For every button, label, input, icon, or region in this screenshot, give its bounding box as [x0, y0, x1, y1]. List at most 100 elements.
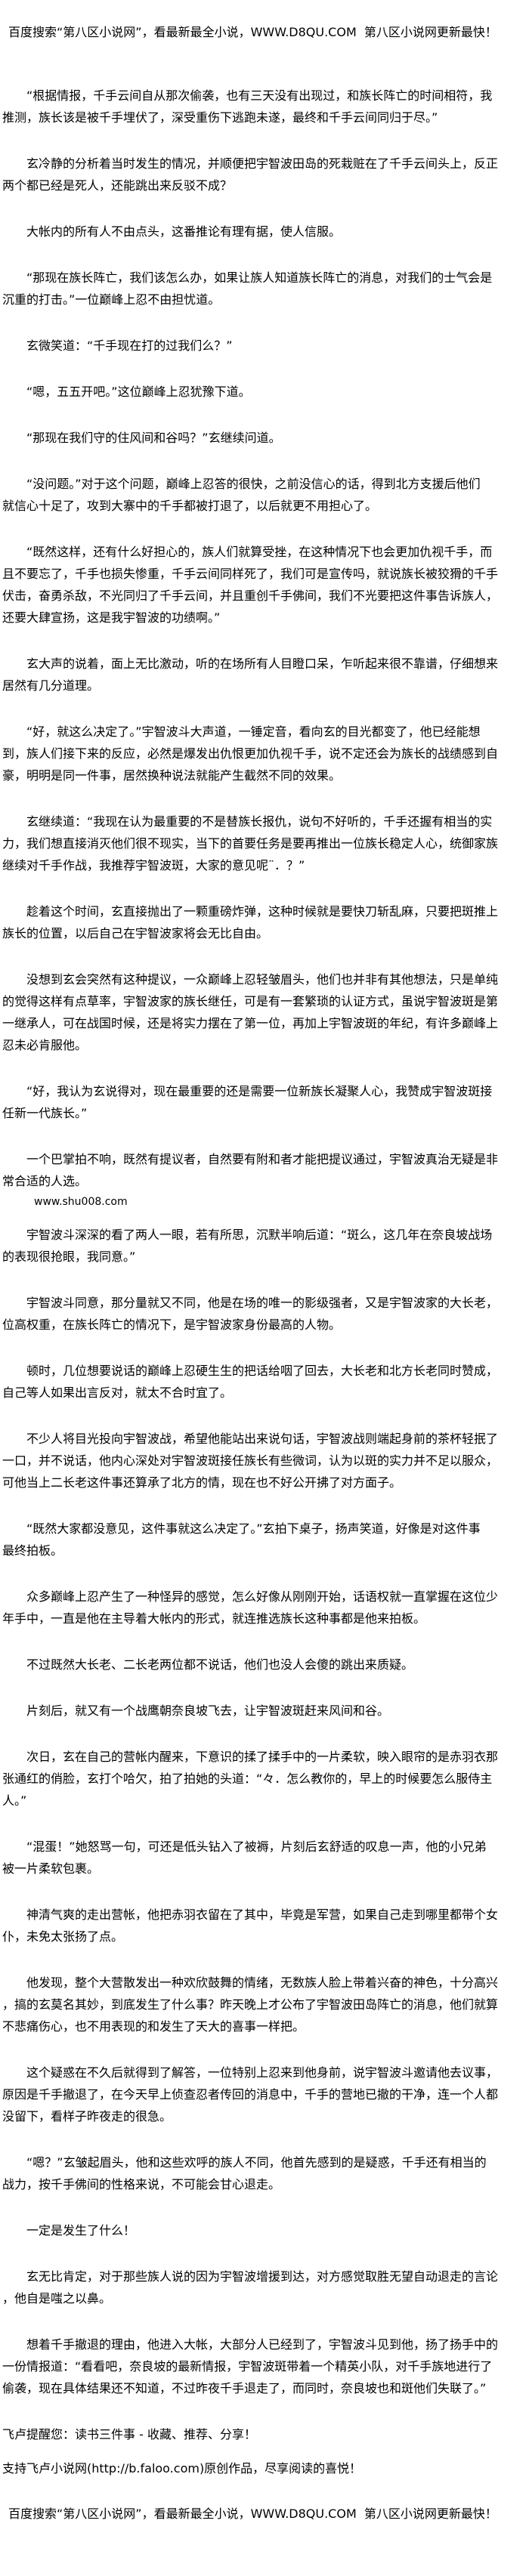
text-line: 不过既然大长老、二长老两位都不说话，他们也没人会傻的跳出来质疑。 — [26, 1657, 414, 1672]
text-line: 顿时，几位想要说话的巅峰上忍硬生生的把话给咽了回去，大长老和北方长老同时赞成， — [26, 1364, 499, 1378]
text-line: 人。” — [2, 1793, 27, 1808]
text-line: 的觉得这样有点草率，宇智波家的族长继任，可是有一套繁琐的认证方式，虽说宇智波斑是… — [2, 994, 499, 1008]
text-line: 他发现，整个大营散发出一种欢欣鼓舞的情绪，无数族人脸上带着兴奋的神色，十分高兴 — [26, 1975, 499, 1990]
text-line: 一定是发生了什么！ — [26, 2223, 136, 2238]
paragraph: 众多巅峰上忍产生了一种怪异的感觉，怎么好像从刚刚开始，话语权就一直掌握在这位少年… — [2, 1586, 527, 1629]
paragraph: “好，就这么决定了。”宇智波斗大声道，一锤定音，看向玄的目光都变了，他已经能想到… — [2, 721, 527, 786]
text-line: 不少人将目光投向宇智波战，希望他能站出来说句话，宇智波战则端起身前的茶杯轻抿了 — [26, 1432, 499, 1446]
text-line: 原因是千手撤退了，在今天早上侦查忍者传回的消息中，千手的营地已撤的干净，连一个人… — [2, 2087, 499, 2102]
text-line: “那现在族长阵亡，我们该怎么办，如果让族人知道族长阵亡的消息，对我们的士气会是 — [26, 270, 493, 285]
text-line: 大帐内的所有人不由点头，这番推论有理有据，使人信服。 — [26, 224, 342, 239]
text-line: 宇智波斗同意，那分量就又不同，他是在场的唯一的影级强者，又是宇智波家的大长老， — [26, 1296, 499, 1310]
text-line: 一口，并不说话，他内心深处对宇智波斑接任族长有些微词，认为以斑的实力并不足以服众… — [2, 1453, 499, 1468]
text-line: 伏击，奋勇杀敌，不光同归了千手云间，并且重创千手佛间，我们不光要把这件事告诉族人… — [2, 588, 499, 603]
site-banner-top: 百度搜索“第八区小说网”，看最新最全小说，WWW.D8QU.COM 第八区小说网… — [8, 25, 497, 39]
paragraph: 不少人将目光投向宇智波战，希望他能站出来说句话，宇智波战则端起身前的茶杯轻抿了一… — [2, 1428, 527, 1493]
paragraph: 大帐内的所有人不由点头，这番推论有理有据，使人信服。 — [2, 221, 527, 242]
text-line: 族长的位置，以后自己在宇智波家将会无比自由。 — [2, 926, 269, 941]
text-line: 继续对千手作战，我推荐宇智波斑，大家的意见呢¨．？” — [2, 858, 305, 873]
paragraph: 顿时，几位想要说话的巅峰上忍硬生生的把话给咽了回去，大长老和北方长老同时赞成， 自… — [2, 1360, 527, 1404]
text-line: 众多巅峰上忍产生了一种怪异的感觉，怎么好像从刚刚开始，话语权就一直掌握在这位少 — [26, 1589, 499, 1604]
text-line: “既然这样，还有什么好担心的，族人们就算受挫，在这种情况下也会更加仇视千手，而 — [26, 545, 493, 559]
chapter-content: “根据情报，千手云间自从那次偷袭，也有三天没有出现过，和族长阵亡的时间相符，我推… — [2, 85, 527, 2399]
paragraph: “根据情报，千手云间自从那次偷袭，也有三天没有出现过，和族长阵亡的时间相符，我推… — [2, 85, 527, 128]
text-line: 就信心十足了，攻到大寨中的千手都被打退了，以后就更不用担心了。 — [2, 499, 378, 513]
text-line: 趁着这个时间，玄直接抛出了一颗重磅炸弹，这种时候就是要快刀斩乱麻，只要把斑推上 — [26, 904, 499, 919]
text-line: 张通红的俏脸，玄打个哈欠，拍了拍她的头道：“々．怎么教你的，早上的时候要怎么服侍… — [2, 1771, 493, 1786]
text-line: 玄无比肯定，对于那些族人说的因为宇智波增援到达，对方感觉取胜无望自动退走的言论 — [26, 2269, 499, 2284]
text-line: 的表现很抢眼，我同意。” — [2, 1249, 136, 1264]
paragraph: “嗯？”玄皱起眉头，他和这些欢呼的族人不同，他首先感到的是疑惑，千手还有相当的战… — [2, 2151, 527, 2195]
chapter-page: 百度搜索“第八区小说网”，看最新最全小说，WWW.D8QU.COM 第八区小说网… — [2, 25, 527, 2525]
text-line: 常合适的人选。 — [2, 1174, 88, 1188]
text-line: “嗯，五五开吧。”这位巅峰上忍犹豫下道。 — [26, 385, 251, 399]
text-line: 还要大肆宣扬，这是我宇智波的功绩啊。” — [2, 610, 221, 625]
text-line: 一份情报道：“看看吧，奈良坡的最新情报，宇智波斑带着一个精英小队，对千手族地进行… — [2, 2359, 493, 2374]
paragraph: 趁着这个时间，玄直接抛出了一颗重磅炸弹，这种时候就是要快刀斩乱麻，只要把斑推上族… — [2, 900, 527, 944]
paragraph: 次日，玄在自己的营帐内醒来，下意识的揉了揉手中的一片柔软，映入眼帘的是赤羽衣那张… — [2, 1746, 527, 1812]
text-line: 神清气爽的走出营帐，他把赤羽衣留在了其中，毕竟是军营，如果自己走到哪里都带个女 — [26, 1907, 499, 1922]
paragraph: 玄继续道：“我现在认为最重要的不是替族长报仇，说句不好听的，千手还握有相当的实力… — [2, 811, 527, 876]
text-line: 位高权重，在族长阵亡的情况下，是宇智波家身份最高的人物。 — [2, 1317, 342, 1332]
text-line: 玄继续道：“我现在认为最重要的不是替族长报仇，说句不好听的，千手还握有相当的实 — [26, 814, 493, 829]
paragraph: 不过既然大长老、二长老两位都不说话，他们也没人会傻的跳出来质疑。 — [2, 1654, 527, 1676]
paragraph: “混蛋！”她怒骂一句，可还是低头钻入了被褥，片刻后玄舒适的叹息一声，他的小兄弟被… — [2, 1836, 527, 1879]
site-banner-bottom: 百度搜索“第八区小说网”，看最新最全小说，WWW.D8QU.COM 第八区小说网… — [8, 2507, 497, 2521]
text-line: 沉重的打击。”一位巅峰上忍不由担忧道。 — [2, 292, 221, 307]
paragraph: “那现在族长阵亡，我们该怎么办，如果让族人知道族长阵亡的消息，对我们的士气会是沉… — [2, 267, 527, 310]
paragraph: 他发现，整个大营散发出一种欢欣鼓舞的情绪，无数族人脸上带着兴奋的神色，十分高兴 ，… — [2, 1972, 527, 2037]
text-line: 没留下，看样子昨夜走的很急。 — [2, 2109, 172, 2124]
paragraph: “嗯，五五开吧。”这位巅峰上忍犹豫下道。 — [2, 381, 527, 403]
text-line: 玄大声的说着，面上无比激动，听的在场所有人目瞪口呆，乍听起来很不靠谱，仔细想来 — [26, 656, 499, 671]
text-line: 推测，族长该是被千手埋伏了，深受重伤下逃跑未遂，最终和千手云间同归于尽。” — [2, 110, 438, 125]
text-line: “好，就这么决定了。”宇智波斗大声道，一锤定音，看向玄的目光都变了，他已经能想 — [26, 724, 481, 739]
text-line: ，他自是嗤之以鼻。 — [2, 2291, 112, 2306]
text-line: “那现在我们守的住风间和谷吗？”玄继续问道。 — [26, 431, 281, 445]
text-line: 自己等人如果出言反对，就太不合时宜了。 — [2, 1385, 233, 1400]
text-line: “根据情报，千手云间自从那次偷袭，也有三天没有出现过，和族长阵亡的时间相符，我 — [26, 88, 493, 103]
support-note: 支持飞卢小说网(http://b.faloo.com)原创作品，尽享阅读的喜悦！ — [2, 2461, 362, 2476]
text-line: 偷袭，现在具体结果还不知道，不过昨夜千手退走了，而同时，奈良坡也和斑他们失联了。… — [2, 2381, 487, 2395]
paragraph: 没想到玄会突然有这种提议，一众巅峰上忍轻皱眉头，他们也并非有其他想法，只是单纯的… — [2, 968, 527, 1056]
text-line: ，搞的玄莫名其妙，到底发生了什么事？昨天晚上才公布了宇智波田岛阵亡的消息，他们就… — [2, 1997, 499, 2012]
text-line: 居然有几分道理。 — [2, 678, 100, 693]
text-line: “混蛋！”她怒骂一句，可还是低头钻入了被褥，片刻后玄舒适的叹息一声，他的小兄弟 — [26, 1839, 487, 1854]
paragraph: “那现在我们守的住风间和谷吗？”玄继续问道。 — [2, 427, 527, 449]
text-line: “好，我认为玄说得对，现在最重要的还是需要一位新族长凝聚人心，我赞成宇智波斑接 — [26, 1084, 493, 1098]
reading-reminder: 飞卢提醒您：读书三件事 - 收藏、推荐、分享！ — [2, 2427, 256, 2442]
text-line: 到，族人们接下来的反应，必然是爆发出仇恨更加仇视千手，说不定还会为族长的战绩感到… — [2, 746, 499, 761]
text-line: 力，我们想直接消灭他们很不现实，当下的首要任务是要再推出一位族长稳定人心，统御家… — [2, 836, 499, 851]
paragraph: “既然大家都没意见，这件事就这么决定了。”玄拍下桌子，扬声笑道，好像是对这件事最… — [2, 1518, 527, 1561]
paragraph: 玄大声的说着，面上无比激动，听的在场所有人目瞪口呆，乍听起来很不靠谱，仔细想来居… — [2, 653, 527, 697]
text-line: 任新一代族长。” — [2, 1106, 88, 1120]
text-line: 次日，玄在自己的营帐内醒来，下意识的揉了揉手中的一片柔软，映入眼帘的是赤羽衣那 — [26, 1750, 499, 1764]
text-line: 被一片柔软包裹。 — [2, 1861, 100, 1876]
text-line: 仆，未免太张扬了点。 — [2, 1929, 124, 1944]
paragraph: 玄微笑道：“千手现在打的过我们么？” — [2, 335, 527, 357]
text-line: 玄微笑道：“千手现在打的过我们么？” — [26, 338, 233, 353]
text-line: “既然大家都没意见，这件事就这么决定了。”玄拍下桌子，扬声笑道，好像是对这件事 — [26, 1521, 481, 1536]
paragraph: 片刻后，就又有一个战鹰朝奈良坡飞去，让宇智波斑赶来风间和谷。 — [2, 1700, 527, 1722]
text-line: 宇智波斗深深的看了两人一眼，若有所思，沉默半响后道：“斑么，这几年在奈良坡战场 — [26, 1228, 493, 1242]
chapter-footer: 飞卢提醒您：读书三件事 - 收藏、推荐、分享！ 支持飞卢小说网(http://b… — [2, 2423, 527, 2525]
paragraph: “既然这样，还有什么好担心的，族人们就算受挫，在这种情况下也会更加仇视千手，而且… — [2, 541, 527, 629]
text-line: 且不要忘了，千手也损失惨重，千手云间同样死了，我们可是宣传吗，就说族长被狡猾的千… — [2, 567, 499, 581]
paragraph: 宇智波斗同意，那分量就又不同，他是在场的唯一的影级强者，又是宇智波家的大长老， 位… — [2, 1292, 527, 1336]
text-line: 不悲痛伤心，也不用表现的和发生了天大的喜事一样把。 — [2, 2019, 305, 2034]
text-line: 忍未必肯服他。 — [2, 1038, 88, 1052]
text-line: 片刻后，就又有一个战鹰朝奈良坡飞去，让宇智波斑赶来风间和谷。 — [26, 1703, 390, 1718]
text-line: 战力，按千手佛间的性格来说，不可能会甘心退走。 — [2, 2177, 281, 2191]
text-line: “没问题。”对于这个问题，巅峰上忍答的很快，之前没信心的话，得到北方支援后他们 — [26, 477, 481, 491]
paragraph: 玄冷静的分析着当时发生的情况，并顺便把宇智波田岛的死栽赃在了千手云间头上，反正两… — [2, 153, 527, 196]
paragraph: 玄无比肯定，对于那些族人说的因为宇智波增援到达，对方感觉取胜无望自动退走的言论 ，… — [2, 2266, 527, 2309]
paragraph: 想着千手撤退的理由，他进入大帐，大部分人已经到了，宇智波斗见到他，扬了扬手中的一… — [2, 2334, 527, 2399]
paragraph: 一定是发生了什么！ — [2, 2219, 527, 2241]
source-url-text: www.shu008.com — [34, 1196, 128, 1208]
paragraph: 宇智波斗深深的看了两人一眼，若有所思，沉默半响后道：“斑么，这几年在奈良坡战场的… — [2, 1224, 527, 1268]
text-line: 想着千手撤退的理由，他进入大帐，大部分人已经到了，宇智波斗见到他，扬了扬手中的 — [26, 2337, 499, 2352]
paragraph: 一个巴掌拍不响，既然有提议者，自然要有附和者才能把提议通过，宇智波真治无疑是非常… — [2, 1148, 527, 1192]
text-line: 这个疑惑在不久后就得到了解答，一位特别上忍来到他身前，说宇智波斗邀请他去议事， — [26, 2065, 499, 2080]
text-line: 玄冷静的分析着当时发生的情况，并顺便把宇智波田岛的死栽赃在了千手云间头上，反正 — [26, 156, 499, 171]
paragraph: “没问题。”对于这个问题，巅峰上忍答的很快，之前没信心的话，得到北方支援后他们就… — [2, 473, 527, 517]
text-line: 没想到玄会突然有这种提议，一众巅峰上忍轻皱眉头，他们也并非有其他想法，只是单纯 — [26, 972, 499, 987]
